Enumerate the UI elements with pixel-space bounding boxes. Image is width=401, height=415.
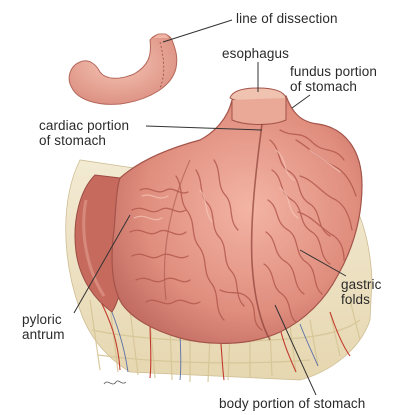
label-pyloric-antrum: pyloric antrum [22, 312, 65, 342]
label-gastric-line2: folds [341, 292, 381, 307]
label-esophagus: esophagus [222, 46, 289, 61]
label-body-portion: body portion of stomach [219, 396, 365, 411]
label-pyloric-line1: pyloric [22, 312, 65, 327]
label-fundus-portion: fundus portion of stomach [290, 64, 377, 94]
label-gastric-line1: gastric [341, 277, 381, 292]
esophagus-stump [230, 88, 286, 125]
label-cardiac-line1: cardiac portion [39, 118, 129, 133]
reference-stomach [69, 34, 177, 104]
label-fundus-line2: of stomach [290, 79, 377, 94]
label-cardiac-line2: of stomach [39, 133, 129, 148]
label-cardiac-portion: cardiac portion of stomach [39, 118, 129, 148]
label-fundus-line1: fundus portion [290, 64, 377, 79]
artist-signature [104, 381, 126, 384]
label-gastric-folds: gastric folds [341, 277, 381, 307]
label-pyloric-line2: antrum [22, 327, 65, 342]
label-line-of-dissection: line of dissection [236, 11, 338, 26]
